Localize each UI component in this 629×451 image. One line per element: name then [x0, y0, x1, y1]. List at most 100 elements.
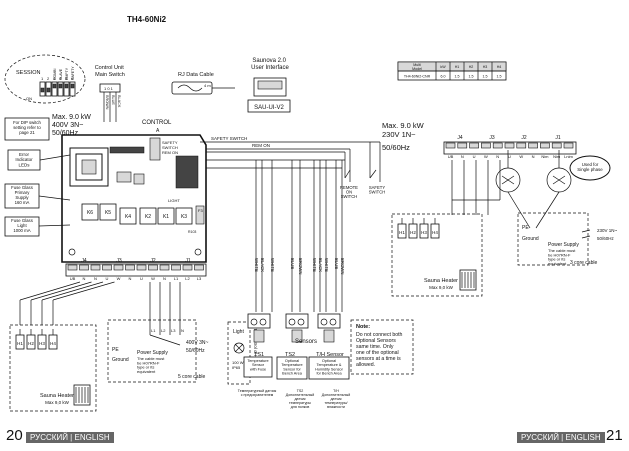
right-terminal-block-j2: J2: [521, 135, 527, 141]
board-pin-label-0: UB: [70, 276, 76, 281]
multi-cell-1: 6.0: [441, 75, 446, 79]
right-page-number: 21: [606, 427, 623, 444]
board-pin-label-3: U: [106, 276, 109, 281]
board-pin-0: [67, 264, 78, 271]
right-pin-3: [481, 142, 491, 149]
left-heater-element-h4: [48, 334, 58, 350]
right-ps-cable: 3 core cable: [570, 260, 597, 266]
left-heater-element-label-h2: H2: [28, 341, 34, 346]
right-pin-label-9: Nim: [553, 154, 561, 159]
right-pin-9: [551, 142, 562, 149]
left-heater-element-h3: [37, 334, 47, 350]
board-pin-10: [182, 264, 193, 271]
left-ps-voltage: 400V 3N~: [186, 340, 208, 346]
dip-tag-slave: SLAVE: [59, 68, 63, 80]
right-heater-element-label-h4: H4: [432, 230, 438, 235]
wire-color-3: BLUE: [290, 258, 295, 269]
right-pin-0: [445, 142, 456, 149]
board-terminal-block-j4: J4: [81, 258, 87, 264]
right-heater-element-label-h3: H3: [421, 230, 427, 235]
right-pin-label-10: Lnim: [564, 154, 573, 159]
multi-header-2-0: H1: [455, 65, 460, 69]
board-pin-9: [171, 264, 181, 271]
relay-k3: [175, 207, 193, 225]
right-pin-4: [492, 142, 503, 149]
right-terminal-block-j4: J4: [457, 135, 463, 141]
dip-tag-combi: COMBI: [53, 69, 57, 81]
dip-session-label: SESSION: [16, 70, 40, 76]
board-switch: SWITCH: [162, 145, 178, 150]
multi-header-0-1: Model: [412, 67, 422, 71]
right-heater-element-h3: [419, 223, 429, 239]
right-max-power: Max. 9.0 kW: [382, 121, 425, 130]
board-safety: SAFETY: [162, 140, 178, 145]
right-ps-title: Power Supply: [548, 242, 579, 248]
right-pin-1: [457, 142, 468, 149]
right-ground: Ground: [522, 236, 539, 242]
multi-header-1-0: kW: [440, 65, 446, 69]
wire-color-4: BROWN: [298, 258, 303, 274]
dip-number-1: 1: [41, 76, 44, 81]
dip-number-3: 3: [53, 76, 56, 81]
sensor-ts1-body: [253, 329, 265, 343]
rem-on-top-label: REM ON: [252, 143, 270, 148]
left-ps-cable: 5 core cable: [178, 374, 205, 380]
dip-switch-5: [63, 81, 70, 97]
board-pin-4: [113, 264, 124, 271]
relay-label-k4: K4: [125, 214, 131, 220]
right-pin-label-0: UB: [448, 154, 454, 159]
main-switch: Control Unit Main Switch 1 0 1 BLACK BLU…: [95, 65, 125, 122]
right-pin-5: [504, 142, 515, 149]
right-pin-label-6: W: [519, 154, 523, 159]
control-label: CONTROL: [142, 120, 172, 126]
board-pin-label-10: L2: [185, 276, 190, 281]
right-pin-label-1: N: [461, 154, 464, 159]
th-code: T/H Sensor: [316, 352, 344, 358]
dip-lever-3: [52, 83, 57, 89]
board-pin-8: [159, 264, 170, 271]
left-max-power: Max. 9.0 kW: [52, 114, 91, 121]
board-pin-label-11: L3: [197, 276, 202, 281]
left-language-bar: РУССКИЙ | ENGLISH: [26, 432, 114, 443]
wire-color-2: WHITE: [270, 258, 275, 272]
left-heater-wire-0: [19, 281, 81, 301]
right-heater-frame: [391, 213, 483, 297]
board-rem-on: REM ON: [162, 150, 178, 155]
sensors-title: Sensors: [295, 339, 317, 345]
board-f3: F3: [198, 208, 203, 213]
left-phase-label-l2: L2: [161, 328, 166, 333]
board-pin-label-1: N: [83, 276, 86, 281]
wire-color-9: BROWN: [340, 258, 345, 274]
board-pin-1: [79, 264, 89, 271]
main-switch-states: 1 0 1: [104, 86, 114, 91]
dip-number-6: 6: [71, 76, 74, 81]
control-letter: A: [156, 128, 160, 134]
relay-k2: [139, 207, 157, 225]
left-heater-element-label-h4: H4: [50, 341, 56, 346]
multi-cell-2: 1.5: [455, 75, 460, 79]
right-ps-freq: 50/60Hz: [597, 236, 615, 241]
ts1-code: TS1: [254, 352, 264, 358]
wire-color-0: WHITE: [254, 258, 259, 272]
dip-lever-6: [70, 83, 75, 89]
board-pin-label-9: L1: [174, 276, 179, 281]
relay-label-k6: K6: [87, 210, 93, 216]
board-light: LIGHT: [168, 198, 180, 203]
main-switch-wire-black: BLACK: [117, 95, 121, 108]
dip-on-label: ON: [26, 96, 32, 101]
board-terminal-frame: [65, 263, 207, 277]
